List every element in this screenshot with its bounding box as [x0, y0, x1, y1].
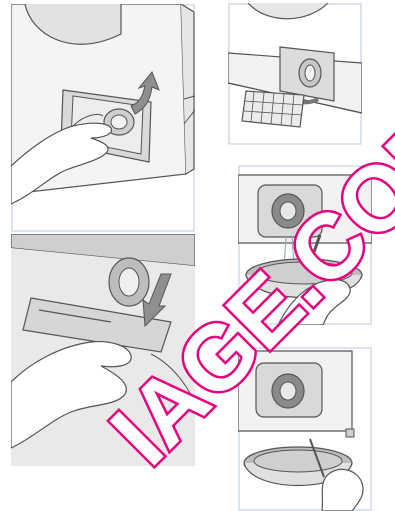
step-open-filter-cover	[11, 4, 195, 232]
step-clean-bowl	[238, 347, 372, 511]
step-detach-filter-cover	[228, 3, 362, 145]
step-pull-filter-down	[11, 234, 195, 466]
step-drain-into-bowl	[238, 165, 372, 325]
